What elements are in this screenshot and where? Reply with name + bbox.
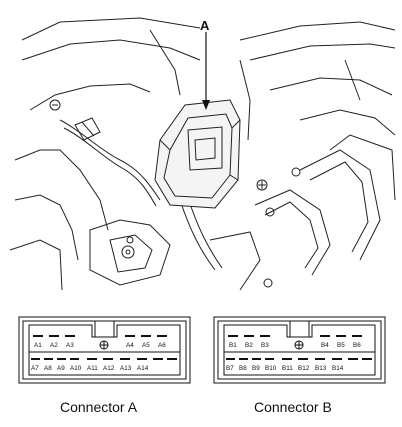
dashboard-illustration [9, 17, 396, 291]
pin-label: B12 [298, 365, 310, 372]
pin-label: B2 [245, 342, 253, 349]
pin-label: B10 [265, 365, 277, 372]
pin-label: B1 [229, 342, 237, 349]
connector-a-face: A1 A2 A3 A4 A5 A6 A7 A8 A9 A10 A11 A12 A… [18, 316, 191, 384]
pin-label: A8 [44, 365, 52, 372]
pin-label: A7 [31, 365, 39, 372]
pin-label: A3 [66, 342, 74, 349]
connector-a-caption: Connector A [60, 399, 138, 415]
pin-label: B9 [252, 365, 260, 372]
pin-label: B3 [261, 342, 269, 349]
pin-label: A4 [126, 342, 134, 349]
callout-arrowhead [202, 100, 210, 110]
pin-label: A1 [34, 342, 42, 349]
pin-label: A13 [120, 365, 132, 372]
pin-label: B14 [332, 365, 344, 372]
pin-label: B4 [321, 342, 329, 349]
pin-label: B5 [337, 342, 345, 349]
pin-label: B8 [239, 365, 247, 372]
pin-label: A11 [87, 365, 98, 372]
connector-b-face: B1 B2 B3 B4 B5 B6 B7 B8 B9 B10 B11 B12 B… [213, 316, 386, 384]
connector-b-caption: Connector B [254, 399, 332, 415]
pin-label: A14 [137, 365, 149, 372]
pin-label: A6 [158, 342, 166, 349]
pin-label: B11 [282, 365, 293, 372]
pin-label: A9 [57, 365, 65, 372]
pin-label: B7 [226, 365, 234, 372]
pin-label: B6 [353, 342, 361, 349]
pin-label: A12 [103, 365, 115, 372]
callout-label-a: A [200, 18, 210, 33]
pin-label: B13 [315, 365, 327, 372]
pin-label: A2 [50, 342, 58, 349]
pin-label: A5 [142, 342, 150, 349]
pin-label: A10 [70, 365, 82, 372]
